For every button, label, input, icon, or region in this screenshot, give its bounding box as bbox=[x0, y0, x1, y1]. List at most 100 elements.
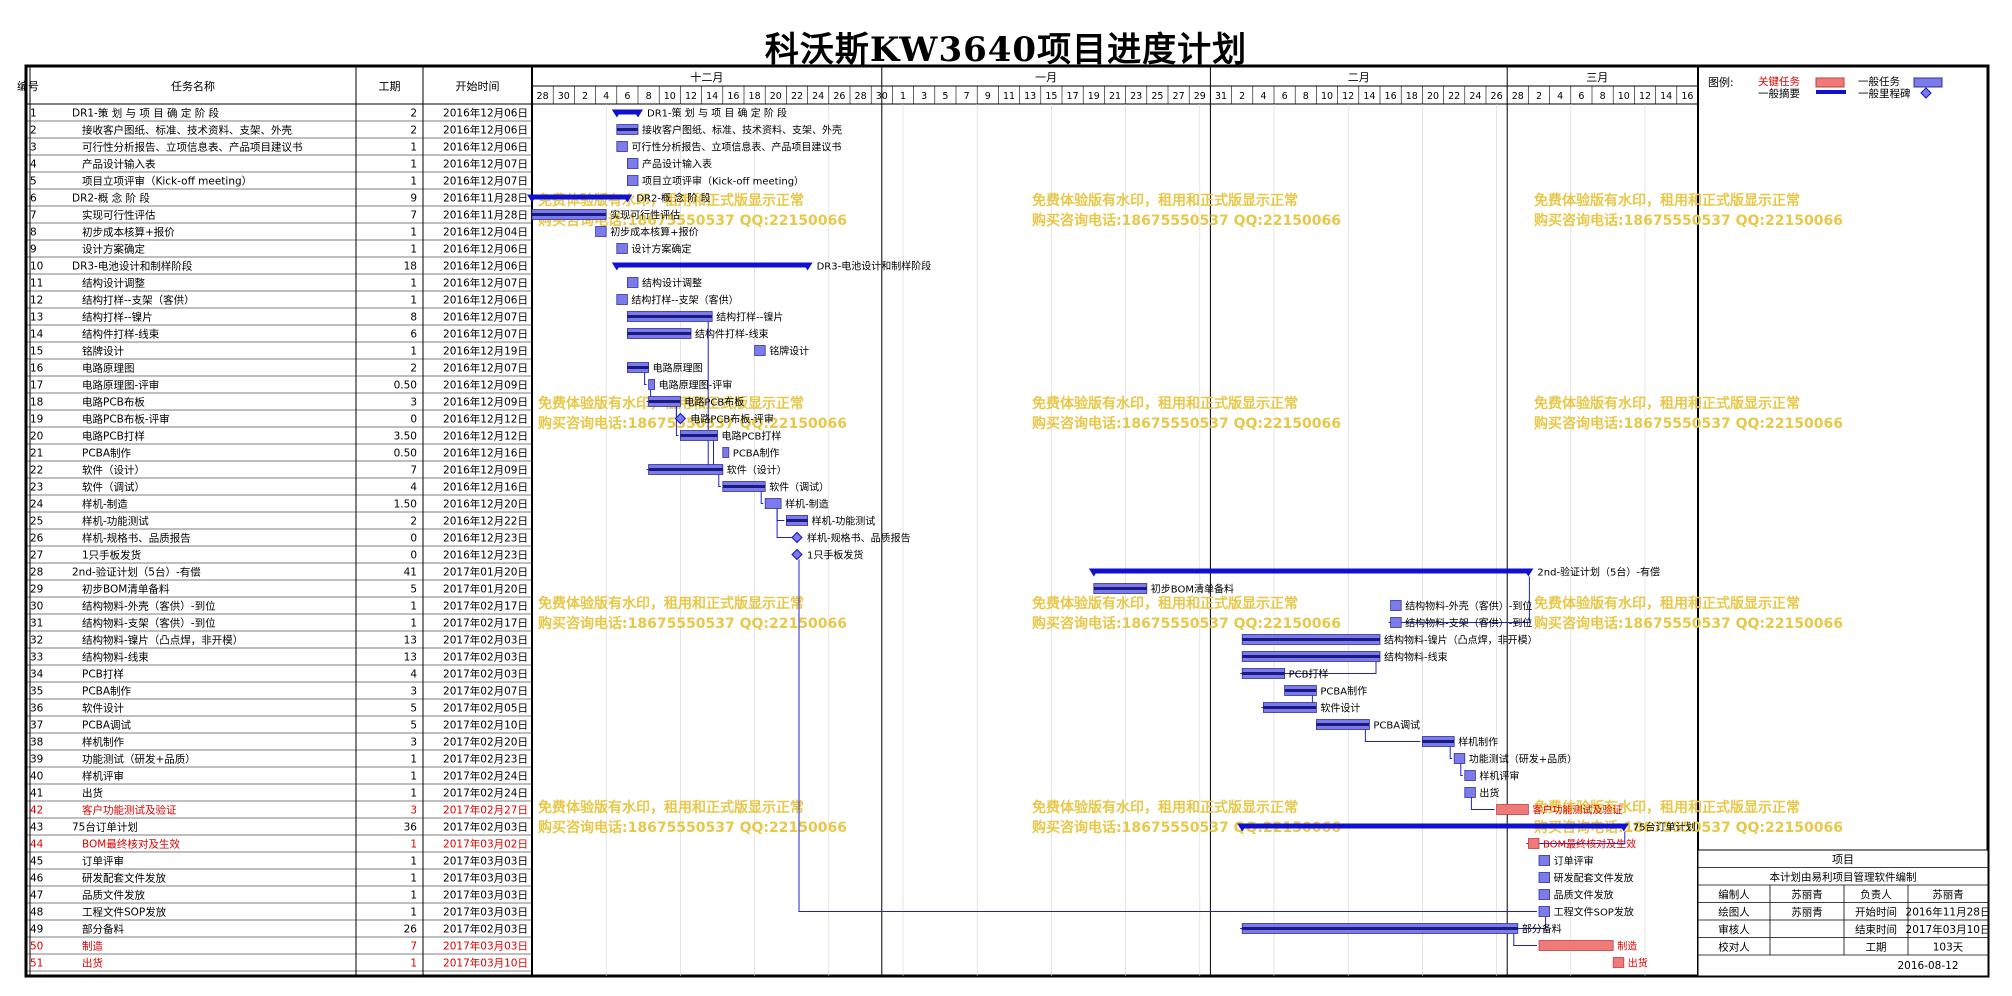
task-no: 11 bbox=[30, 278, 43, 290]
task-no: 34 bbox=[30, 669, 44, 681]
summary-bar-start-cap bbox=[1237, 823, 1248, 832]
task-start: 2017年02月27日 bbox=[443, 804, 528, 817]
day-label: 27 bbox=[1173, 91, 1185, 102]
bar-label: 软件（设计） bbox=[727, 464, 787, 477]
bar-label: DR3-电池设计和制样阶段 bbox=[817, 260, 932, 273]
task-start: 2016年12月07日 bbox=[443, 277, 528, 290]
bar-label: 功能测试（研发+品质） bbox=[1469, 753, 1577, 766]
task-no: 35 bbox=[30, 686, 43, 698]
task-duration: 1 bbox=[410, 295, 417, 307]
task-no: 10 bbox=[30, 261, 43, 273]
task-duration: 1 bbox=[410, 890, 417, 902]
legend-task-swatch bbox=[1913, 77, 1943, 88]
task-name: 样机制作 bbox=[82, 736, 124, 749]
task-bar-progress bbox=[627, 332, 691, 335]
task-duration: 1 bbox=[410, 907, 417, 919]
task-duration: 0 bbox=[410, 550, 417, 562]
task-name: DR2-概 念 阶 段 bbox=[72, 192, 150, 205]
day-label: 8 bbox=[1600, 91, 1606, 102]
day-label: 22 bbox=[791, 91, 803, 102]
info-cell: 苏丽青 bbox=[1791, 906, 1823, 919]
task-name: 样机-功能测试 bbox=[82, 515, 149, 528]
task-no: 17 bbox=[30, 380, 43, 392]
task-start: 2016年12月07日 bbox=[443, 175, 528, 188]
bar-label: 软件（调试） bbox=[769, 481, 829, 494]
task-bar-progress bbox=[1242, 638, 1380, 641]
task-duration: 0 bbox=[410, 533, 417, 545]
watermark-line2: 购买咨询电话:18675550537 QQ:22150066 bbox=[1032, 615, 1341, 632]
task-duration: 1 bbox=[410, 159, 417, 171]
task-start: 2016年12月07日 bbox=[443, 362, 528, 375]
info-cell: 结束时间 bbox=[1855, 923, 1897, 936]
task-bar-progress bbox=[722, 485, 766, 488]
task-no: 42 bbox=[30, 805, 43, 817]
task-no: 40 bbox=[30, 771, 43, 783]
bar-label: 接收客户图纸、标准、技术资料、支架、外壳 bbox=[642, 124, 842, 137]
task-start: 2017年02月10日 bbox=[443, 719, 528, 732]
task-bar-progress bbox=[1093, 587, 1147, 590]
day-label: 12 bbox=[685, 91, 697, 102]
bar-label: 初步成本核算+报价 bbox=[610, 226, 698, 239]
task-duration: 9 bbox=[410, 193, 417, 205]
day-label: 20 bbox=[1427, 91, 1439, 102]
task-duration: 1.50 bbox=[394, 499, 417, 511]
watermark-line2: 购买咨询电话:18675550537 QQ:22150066 bbox=[1534, 415, 1843, 432]
dependency-link bbox=[1388, 576, 1530, 623]
bar-label: 产品设计输入表 bbox=[642, 158, 712, 171]
col-header-duration: 工期 bbox=[379, 80, 401, 93]
task-name: PCBA制作 bbox=[82, 447, 132, 460]
summary-bar-start-cap bbox=[611, 109, 622, 118]
task-name: BOM最终核对及生效 bbox=[82, 838, 180, 851]
task-duration: 7 bbox=[410, 465, 417, 477]
task-name: 软件（调试） bbox=[82, 481, 145, 494]
task-no: 49 bbox=[30, 924, 43, 936]
task-start: 2017年02月17日 bbox=[443, 600, 528, 613]
task-no: 15 bbox=[30, 346, 43, 358]
task-duration: 0.50 bbox=[394, 448, 417, 460]
info-cell: 编制人 bbox=[1718, 888, 1750, 901]
task-start: 2016年11月28日 bbox=[443, 192, 528, 205]
task-name: 结构打样--支架（客供） bbox=[82, 294, 195, 307]
task-duration: 0 bbox=[410, 414, 417, 426]
watermark-line1: 免费体验版有水印，租用和正式版显示正常 bbox=[538, 799, 804, 816]
task-start: 2016年12月23日 bbox=[443, 532, 528, 545]
bar-label: 电路PCB布板-评审 bbox=[690, 413, 773, 426]
day-label: 21 bbox=[1109, 91, 1121, 102]
task-name: 客户功能测试及验证 bbox=[82, 804, 177, 817]
task-duration: 18 bbox=[404, 261, 417, 273]
day-label: 18 bbox=[1406, 91, 1418, 102]
summary-bar-end-cap bbox=[1523, 568, 1534, 577]
task-duration: 36 bbox=[404, 822, 418, 834]
task-bar-progress bbox=[1242, 927, 1518, 930]
task-start: 2017年02月03日 bbox=[443, 651, 528, 664]
day-label: 18 bbox=[749, 91, 761, 102]
task-bar bbox=[648, 379, 655, 390]
day-label: 16 bbox=[1385, 91, 1397, 102]
bar-label: 初步BOM清单备料 bbox=[1151, 583, 1234, 596]
task-start: 2016年11月28日 bbox=[443, 209, 528, 222]
dependency-link bbox=[644, 372, 647, 385]
bar-label: 设计方案确定 bbox=[631, 243, 691, 256]
task-no: 37 bbox=[30, 720, 43, 732]
task-start: 2016年12月19日 bbox=[443, 345, 528, 358]
day-label: 14 bbox=[1363, 91, 1375, 102]
task-bar bbox=[627, 158, 639, 169]
task-no: 24 bbox=[30, 499, 44, 511]
task-duration: 2 bbox=[410, 363, 417, 375]
bar-label: 样机-功能测试 bbox=[812, 515, 876, 528]
task-bar bbox=[1390, 617, 1402, 628]
task-duration: 1 bbox=[410, 142, 417, 154]
task-start: 2017年03月03日 bbox=[443, 872, 528, 885]
summary-bar bbox=[616, 109, 638, 115]
task-no: 16 bbox=[30, 363, 44, 375]
task-start: 2016年12月04日 bbox=[443, 226, 528, 239]
task-no: 13 bbox=[30, 312, 43, 324]
task-start: 2017年02月20日 bbox=[443, 736, 528, 749]
task-name: PCBA制作 bbox=[82, 685, 132, 698]
watermark-line1: 免费体验版有水印，租用和正式版显示正常 bbox=[538, 595, 804, 612]
day-label: 26 bbox=[833, 91, 845, 102]
watermark-line1: 免费体验版有水印，租用和正式版显示正常 bbox=[1534, 799, 1800, 816]
day-label: 7 bbox=[964, 91, 970, 102]
day-label: 19 bbox=[1088, 91, 1100, 102]
day-label: 6 bbox=[1282, 91, 1288, 102]
